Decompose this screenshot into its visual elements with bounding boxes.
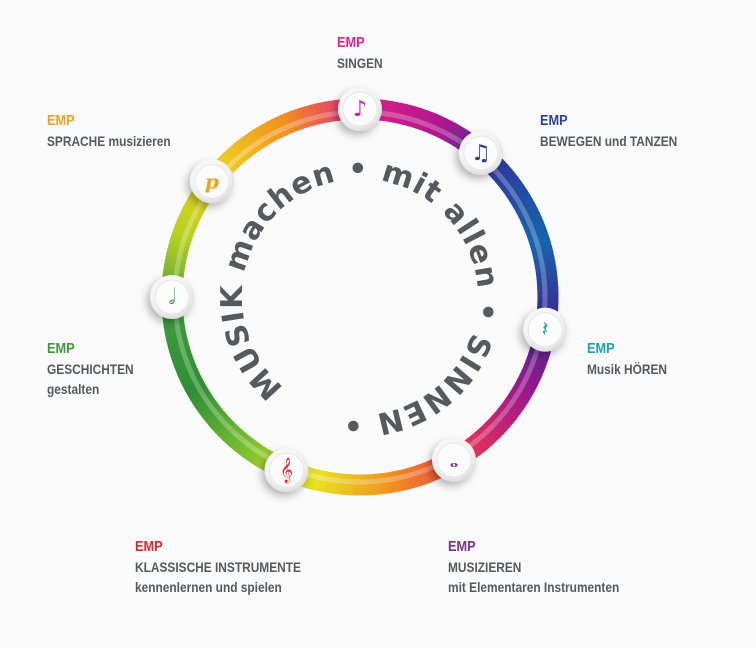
- label-prefix: EMP: [448, 538, 476, 555]
- label-prefix: EMP: [47, 112, 75, 129]
- label-line: SINGEN: [337, 55, 383, 71]
- label-line: gestalten: [47, 381, 100, 397]
- beamed-notes-icon: ♫: [471, 141, 491, 166]
- label-line: mit Elementaren Instrumenten: [448, 579, 620, 595]
- node-hoeren[interactable]: 𝄽: [523, 307, 568, 352]
- node-inner: [194, 163, 230, 199]
- node-bewegen[interactable]: ♫: [458, 130, 503, 175]
- center-circular-text: MUSIK machen • mit allen • SINNEN •: [155, 92, 564, 501]
- label-line: GESCHICHTEN: [47, 361, 134, 377]
- node-inner: [463, 135, 499, 171]
- node-sprache[interactable]: p: [189, 159, 234, 204]
- label-musizieren: EMP MUSIZIEREN mit Elementaren Instrumente…: [448, 537, 619, 597]
- node-klassisch[interactable]: 𝄞: [264, 448, 309, 493]
- eighth-note-icon: ♪: [353, 97, 367, 122]
- node-inner: [527, 312, 563, 348]
- node-inner: [436, 442, 472, 478]
- label-klassisch: EMP KLASSISCHE INSTRUMENTE kennenlernen un…: [135, 537, 301, 597]
- label-prefix: EMP: [540, 112, 568, 129]
- label-prefix: EMP: [587, 340, 615, 357]
- half-note-icon: 𝅗𝅥: [169, 285, 176, 310]
- label-hoeren: EMP Musik HÖREN: [587, 339, 667, 379]
- label-line: SPRACHE musizieren: [47, 133, 171, 149]
- label-line: MUSIZIEREN: [448, 559, 522, 575]
- label-prefix: EMP: [47, 340, 75, 357]
- piano-dynamic-icon: p: [205, 169, 219, 193]
- node-musizieren[interactable]: 𝅝: [432, 437, 476, 482]
- label-sprache: EMP SPRACHE musizieren: [47, 111, 171, 151]
- label-line: KLASSISCHE INSTRUMENTE: [135, 559, 301, 575]
- treble-clef-icon: 𝄞: [280, 457, 293, 483]
- label-geschichten: EMP GESCHICHTEN gestalten: [47, 339, 134, 399]
- label-line: BEWEGEN und TANZEN: [540, 133, 678, 149]
- label-bewegen: EMP BEWEGEN und TANZEN: [540, 111, 677, 151]
- quarter-rest-icon: 𝄽: [542, 318, 549, 343]
- label-prefix: EMP: [337, 34, 365, 51]
- label-line: kennenlernen und spielen: [135, 579, 282, 595]
- label-line: Musik HÖREN: [587, 361, 668, 377]
- node-inner: [342, 91, 378, 127]
- whole-note-icon: 𝅝: [450, 448, 459, 473]
- node-inner: [154, 279, 190, 315]
- node-singen[interactable]: ♪: [338, 87, 382, 131]
- node-inner: [269, 452, 305, 488]
- node-geschichten[interactable]: 𝅗𝅥: [150, 275, 194, 319]
- label-prefix: EMP: [135, 538, 163, 555]
- label-singen: EMP SINGEN: [337, 33, 383, 73]
